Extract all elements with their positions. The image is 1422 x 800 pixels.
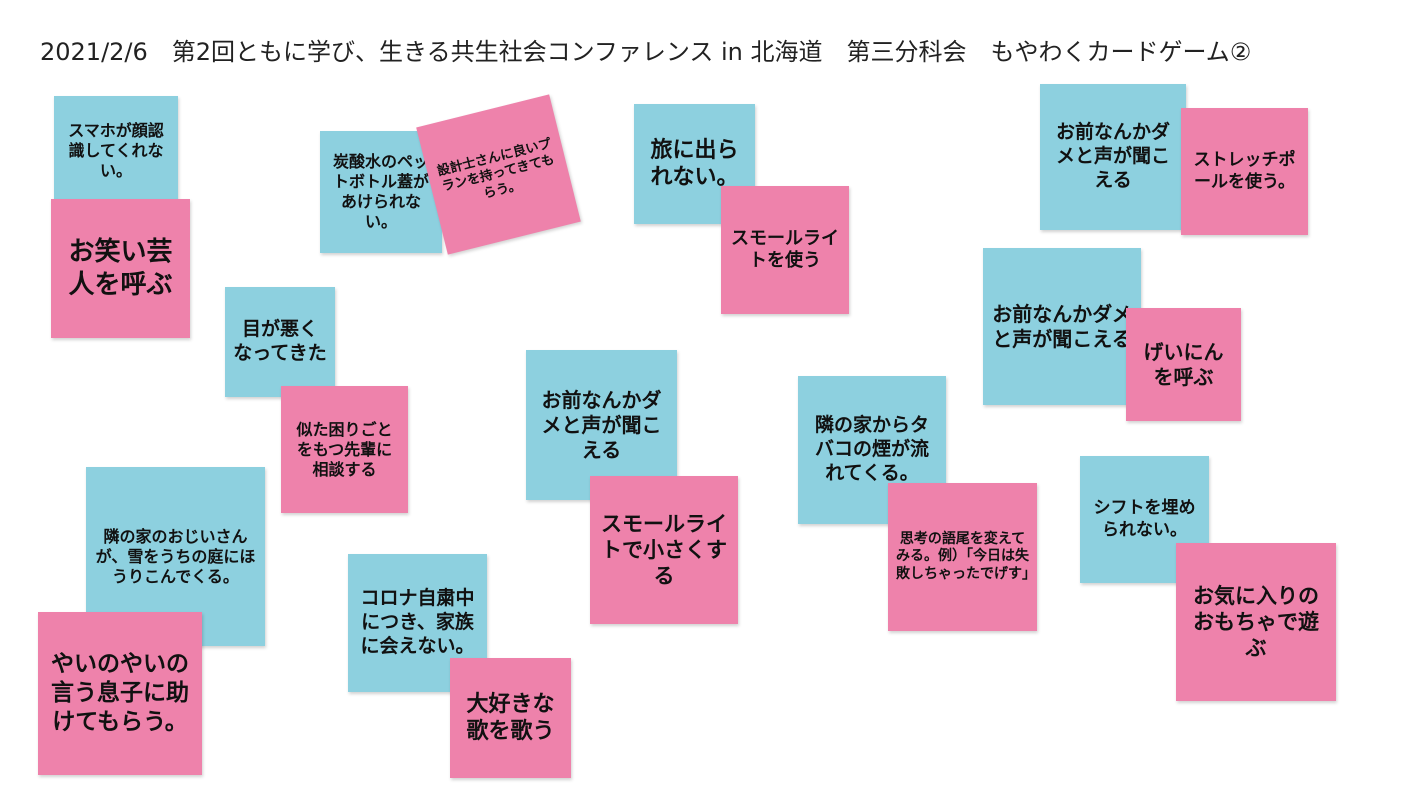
- sticky-note-blue[interactable]: シフトを埋められない。: [1080, 456, 1209, 583]
- sticky-note-pink[interactable]: ストレッチポールを使う。: [1181, 108, 1308, 235]
- note-text: 隣の家からタバコの煙が流れてくる。: [814, 414, 929, 484]
- page-title: 2021/2/6 第2回ともに学び、生きる共生社会コンファレンス in 北海道 …: [40, 38, 1252, 66]
- sticky-note-pink[interactable]: お気に入りのおもちゃで遊ぶ: [1176, 543, 1336, 701]
- note-text: お前なんかダメと声が聞こえる: [541, 387, 662, 462]
- note-text: やいのやいの言う息子に助けてもらう。: [51, 651, 189, 735]
- note-text: スマホが顔認識してくれない。: [68, 121, 164, 180]
- sticky-note-blue[interactable]: お前なんかダメと声が聞こえる: [983, 248, 1141, 405]
- note-text: 似た困りごとをもつ先輩に相談する: [296, 419, 393, 479]
- sticky-note-pink[interactable]: 似た困りごとをもつ先輩に相談する: [281, 386, 408, 513]
- note-text: スモールライトで小さくする: [601, 511, 727, 589]
- note-text: シフトを埋められない。: [1093, 498, 1196, 540]
- sticky-note-blue[interactable]: お前なんかダメと声が聞こえる: [1040, 84, 1186, 230]
- note-text: げいにんを呼ぶ: [1143, 339, 1224, 389]
- note-text: ストレッチポールを使う。: [1193, 150, 1296, 192]
- sticky-note-pink[interactable]: スモールライトで小さくする: [590, 476, 738, 624]
- sticky-note-blue[interactable]: コロナ自粛中につき、家族に会えない。: [348, 554, 487, 692]
- note-text: 旅に出られない。: [650, 137, 739, 191]
- note-text: お前なんかダメと声が聞こえる: [992, 301, 1132, 351]
- sticky-note-pink[interactable]: 大好きな歌を歌う: [450, 658, 571, 778]
- note-text: 目が悪くなってきた: [233, 318, 327, 364]
- sticky-note-pink[interactable]: 思考の語尾を変えてみる。例）「今日は失敗しちゃったでげす」: [888, 483, 1037, 631]
- note-text: スモールライトを使う: [731, 227, 839, 272]
- note-text: 大好きな歌を歌う: [466, 691, 555, 745]
- note-text: お前なんかダメと声が聞こえる: [1055, 121, 1170, 191]
- sticky-note-pink[interactable]: スモールライトを使う: [721, 186, 849, 314]
- sticky-note-blue[interactable]: お前なんかダメと声が聞こえる: [526, 350, 677, 500]
- note-text: 設計士さんに良いプランを持ってきてもらう。: [435, 136, 557, 202]
- note-text: 炭酸水のペットボトル蓋があけられない。: [332, 152, 429, 231]
- note-text: お気に入りのおもちゃで遊ぶ: [1193, 583, 1319, 661]
- note-text: コロナ自粛中につき、家族に会えない。: [360, 587, 475, 657]
- sticky-note-pink[interactable]: げいにんを呼ぶ: [1126, 308, 1241, 421]
- note-text: 隣の家のおじいさんが、雪をうちの庭にほうりこんでくる。: [95, 526, 256, 586]
- sticky-note-blue[interactable]: 目が悪くなってきた: [225, 287, 335, 397]
- sticky-note-pink[interactable]: やいのやいの言う息子に助けてもらう。: [38, 612, 202, 775]
- sticky-note-pink[interactable]: お笑い芸人を呼ぶ: [51, 199, 190, 338]
- note-text: 思考の語尾を変えてみる。例）「今日は失敗しちゃったでげす」: [896, 530, 1036, 582]
- note-text: お笑い芸人を呼ぶ: [68, 237, 173, 300]
- sticky-note-blue[interactable]: スマホが顔認識してくれない。: [54, 96, 178, 206]
